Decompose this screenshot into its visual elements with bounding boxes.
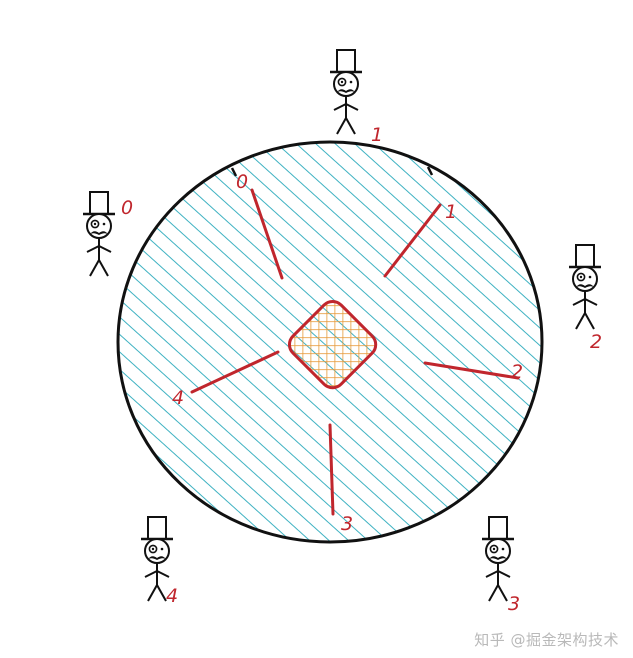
slice-label-1: 1 [445, 201, 457, 223]
person-label-1: 1 [371, 124, 383, 146]
pizza-crust [116, 140, 544, 544]
crust-tick-right [426, 166, 434, 176]
slice-label-2: 2 [511, 361, 523, 383]
slice-label-4: 4 [172, 387, 184, 409]
crust-tick-left [230, 167, 238, 177]
slice-label-3: 3 [341, 513, 353, 535]
cut-line-0 [250, 188, 284, 280]
person-label-3: 3 [508, 593, 520, 615]
person-label-0: 0 [121, 197, 133, 219]
cut-line-3 [328, 423, 335, 516]
watermark: 知乎 @掘金架构技术 [474, 631, 619, 649]
person-label-2: 2 [590, 331, 602, 353]
cut-line-1 [383, 203, 442, 278]
person-label-4: 4 [166, 585, 178, 607]
top-hat-gentleman-icon [81, 190, 117, 278]
top-hat-gentleman-icon [480, 515, 516, 603]
top-hat-gentleman-icon [567, 243, 603, 331]
cut-line-4 [190, 350, 280, 394]
slice-label-0: 0 [236, 171, 248, 193]
cut-line-2 [423, 361, 520, 380]
top-hat-gentleman-icon [328, 48, 364, 136]
center-piece [287, 299, 378, 390]
